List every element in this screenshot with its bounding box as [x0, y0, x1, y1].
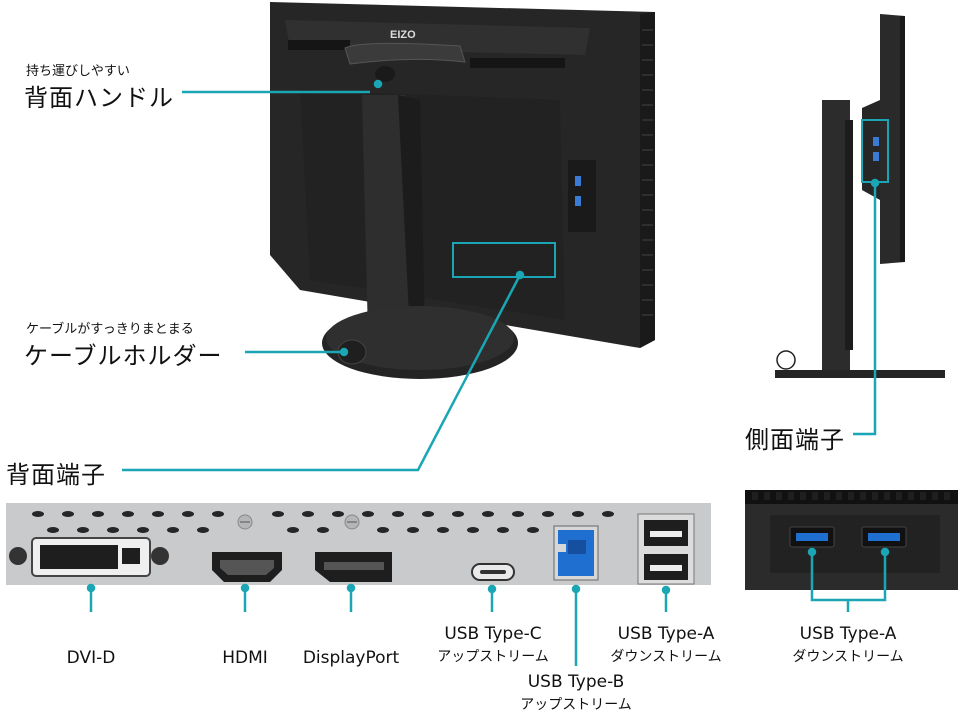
displayport-label: DisplayPort	[302, 648, 400, 668]
usb-b-label-line2: アップストリーム	[520, 697, 632, 713]
side-ports-title: 側面端子	[745, 426, 845, 454]
hdmi-label: HDMI	[222, 648, 268, 668]
monitor-side-view	[775, 14, 945, 378]
handle-subtitle: 持ち運びしやすい	[26, 64, 130, 79]
cable-holder-title: ケーブルホルダー	[24, 342, 223, 370]
usb-c-label-line1: USB Type-C	[444, 624, 542, 644]
usb-a-ports-rear	[637, 513, 695, 585]
leader-lines-bottom	[86, 547, 890, 666]
side-usb-a-label-line1: USB Type-A	[799, 624, 897, 644]
brand-logo: EIZO	[390, 29, 416, 41]
usb-a-label-line2: ダウンストリーム	[610, 649, 722, 665]
rear-ports-title: 背面端子	[6, 461, 106, 489]
usb-b-label-line1: USB Type-B	[527, 672, 625, 692]
usb-c-label-line2: アップストリーム	[437, 649, 549, 665]
dvi-d-label: DVI-D	[66, 648, 116, 668]
dvi-d-port	[9, 537, 169, 577]
displayport-port	[315, 552, 392, 582]
monitor-rear-view	[270, 2, 655, 379]
side-usb-a-label-line2: ダウンストリーム	[792, 649, 904, 665]
rear-port-highlight-box	[452, 242, 556, 278]
leader-lines-top	[122, 79, 880, 472]
side-port-closeup	[745, 490, 958, 590]
cable-holder-subtitle: ケーブルがすっきりまとまる	[26, 322, 194, 337]
usb-c-port	[471, 563, 515, 581]
hdmi-port	[212, 552, 282, 582]
usb-a-label-line1: USB Type-A	[617, 624, 715, 644]
handle-title: 背面ハンドル	[24, 84, 174, 112]
usb-b-port	[553, 525, 599, 581]
